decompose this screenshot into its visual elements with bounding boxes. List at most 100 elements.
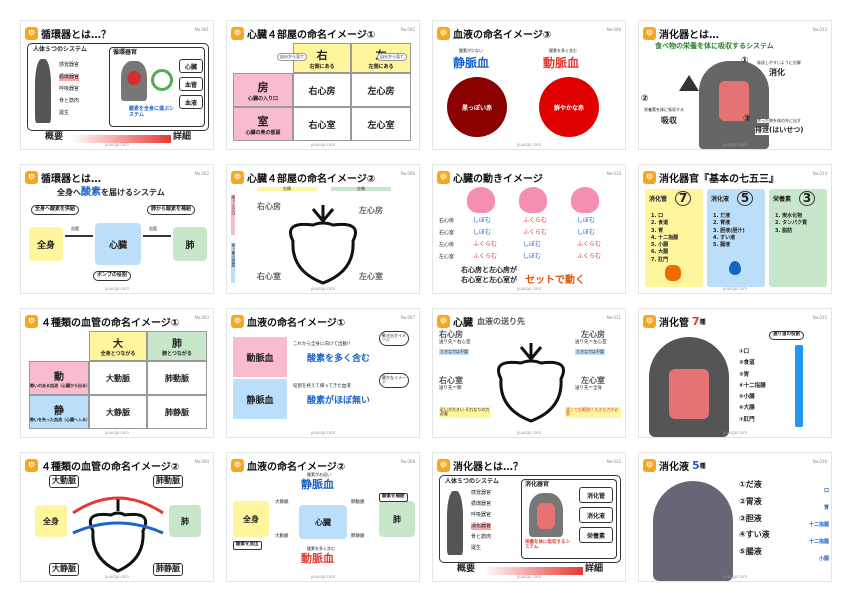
organ-note: 酸素を全身に運ぶシステム [129, 106, 175, 118]
detail-label: 詳細 [585, 564, 604, 574]
top-tag-right: 肺から酸素を補給 [147, 205, 196, 215]
card-title: 消化管 [659, 317, 689, 329]
atrium-sub: 心臓の入り口 [247, 95, 278, 102]
list-0: 感覚器官 [471, 490, 492, 496]
bot-label: 動脈血 [301, 552, 334, 565]
card-title-2: 血液の送り先 [477, 316, 525, 326]
tract-item: 2. 食道 [651, 220, 669, 227]
v2-label: 肺静脈 [153, 563, 183, 576]
card-footer: yuusgo.com [104, 574, 130, 579]
dark-label: 黒っぽい赤 [461, 104, 492, 112]
lung-sub: 肺とつながる [162, 351, 192, 357]
cell-artery: 動勢いのある血流（心臓から出る） [29, 361, 90, 395]
card-title: 消化器官『基本の七五三』 [659, 173, 779, 185]
la-label: 左心房 [359, 206, 383, 215]
tract-item: ⑤小腸 [739, 394, 755, 401]
card-footer: yuusgo.com [310, 142, 336, 147]
overview-arrow [483, 567, 583, 575]
a2-label: 肺動脈 [165, 373, 189, 383]
heart-icon-2 [519, 187, 547, 213]
card-title: 血液の命名イメージ② [247, 461, 346, 473]
item-juice-label: 消化液 [586, 512, 605, 520]
big-label: 大 [113, 339, 123, 350]
card-blood-naming-3: ゆ血液の命名イメージ③ No.009 酸素が少ない 酸素を多く含む 静脈血 動脈… [432, 20, 626, 150]
place-item: 十二指腸 [808, 539, 829, 545]
card-number: No.001 [194, 27, 209, 32]
card-title: 血液の命名イメージ① [247, 317, 346, 329]
top-sub: 酸素がお迎い [307, 472, 331, 477]
rv-tag: 近いが大きい それなりの力必要 [439, 407, 491, 418]
list-4: 誕生 [59, 110, 70, 116]
flow-line [795, 345, 803, 427]
cell-lung: 肺肺とつながる [147, 331, 207, 361]
logo-icon: ゆ [25, 314, 38, 328]
body-silhouette-icon [653, 481, 733, 581]
cell-ra: 右心房 [293, 73, 351, 107]
r1c2: しぼむ [577, 229, 596, 236]
a2-label: 肺動脈 [153, 475, 183, 488]
juice-item: ④すい液 [739, 530, 770, 540]
heart-box: 心臓 [299, 505, 347, 539]
vein-desc: 役割を終えて帰ってきた血液 [293, 384, 351, 389]
card-circulatory-overview: ゆ循環器とは…？ No.001 人体５つのシステム 感覚器官 循環器官 呼吸器官… [20, 20, 214, 150]
arrow-right [143, 235, 171, 237]
heart-outline-icon [289, 205, 357, 285]
pump-tag: ポンプの役割 [93, 271, 131, 281]
cell-v1: 大静脈 [89, 395, 147, 429]
card-header: ゆ循環器とは… [25, 169, 101, 185]
tag-left: 酸素を放出 [233, 541, 262, 550]
card-number: No.003 [194, 315, 209, 320]
juice-item: 1. だ液 [713, 213, 731, 219]
card-blood-naming-1: ゆ血液の命名イメージ① No.007 動脈血 静脈血 これから全身に向けて出動!… [226, 308, 420, 438]
heart-box: 心臓 [95, 223, 141, 265]
heart-icon [127, 71, 141, 85]
card-header: ゆ心臓４部屋の命名イメージ① [231, 25, 375, 41]
arrow-left [65, 235, 93, 237]
artery-sub: 勢いのある血流（心臓から出る） [30, 382, 90, 388]
step3-desc: 余った物を体の外に出す [757, 118, 801, 124]
cell-lv: 左心室 [351, 107, 411, 141]
heart-label: 心臓 [108, 240, 127, 251]
foot-2: 右心室と左心室が [461, 276, 517, 284]
v1-label: 大静脈 [49, 563, 79, 576]
vein-sub: 酸素が少ない [459, 48, 483, 53]
logo-icon: ゆ [231, 458, 244, 472]
juice-item: ③胆液 [739, 513, 762, 523]
logo-icon: ゆ [437, 26, 450, 40]
tract-item: 7. 肛門 [651, 256, 669, 263]
set-label: セットで動く [525, 275, 585, 286]
card-header: ゆ血液の命名イメージ② [231, 457, 345, 473]
list-1: 循環器官 [471, 501, 492, 507]
human-silhouette-icon [447, 491, 463, 555]
move-tag: 動き出すイメージ [379, 331, 409, 346]
logo-icon: ゆ [643, 170, 656, 184]
g3-num: 3 [799, 191, 815, 207]
v1-label: 大静脈 [106, 407, 130, 417]
card-number: No.016 [812, 459, 827, 464]
l1: 大静脈 [275, 500, 289, 505]
dark-red-circle: 黒っぽい赤 [447, 77, 507, 137]
list-3: 消化器官 [471, 523, 492, 530]
ra-label: 右心房 [308, 86, 336, 97]
card-footer: yuusgo.com [722, 142, 748, 147]
logo-icon: ゆ [25, 170, 38, 184]
stomach-icon [719, 81, 749, 121]
step3-label: 排泄(はいせつ) [755, 126, 804, 135]
vessel-right: 血管 [149, 226, 157, 231]
step2-desc: 栄養素を体に吸収する [643, 107, 685, 114]
card-number: No.004 [194, 459, 209, 464]
card-heart-destinations: ゆ心臓血液の送り先 No.011 右心房 送り先＝右心室 大きな力は不要 左心房… [432, 308, 626, 438]
item-blood-label: 血液 [184, 99, 197, 107]
card-header: ゆ消化器とは… [643, 25, 719, 41]
vein-label: 静脈血 [453, 56, 490, 70]
row-label-2: 左心房 [439, 242, 455, 248]
r0c2: しぼむ [577, 217, 596, 224]
la-label: 左心房 [367, 86, 395, 97]
card-title: 心臓４部屋の命名イメージ① [247, 29, 376, 41]
tract-item: ①口 [739, 349, 750, 355]
tract-item: 3. 胃 [651, 227, 664, 234]
